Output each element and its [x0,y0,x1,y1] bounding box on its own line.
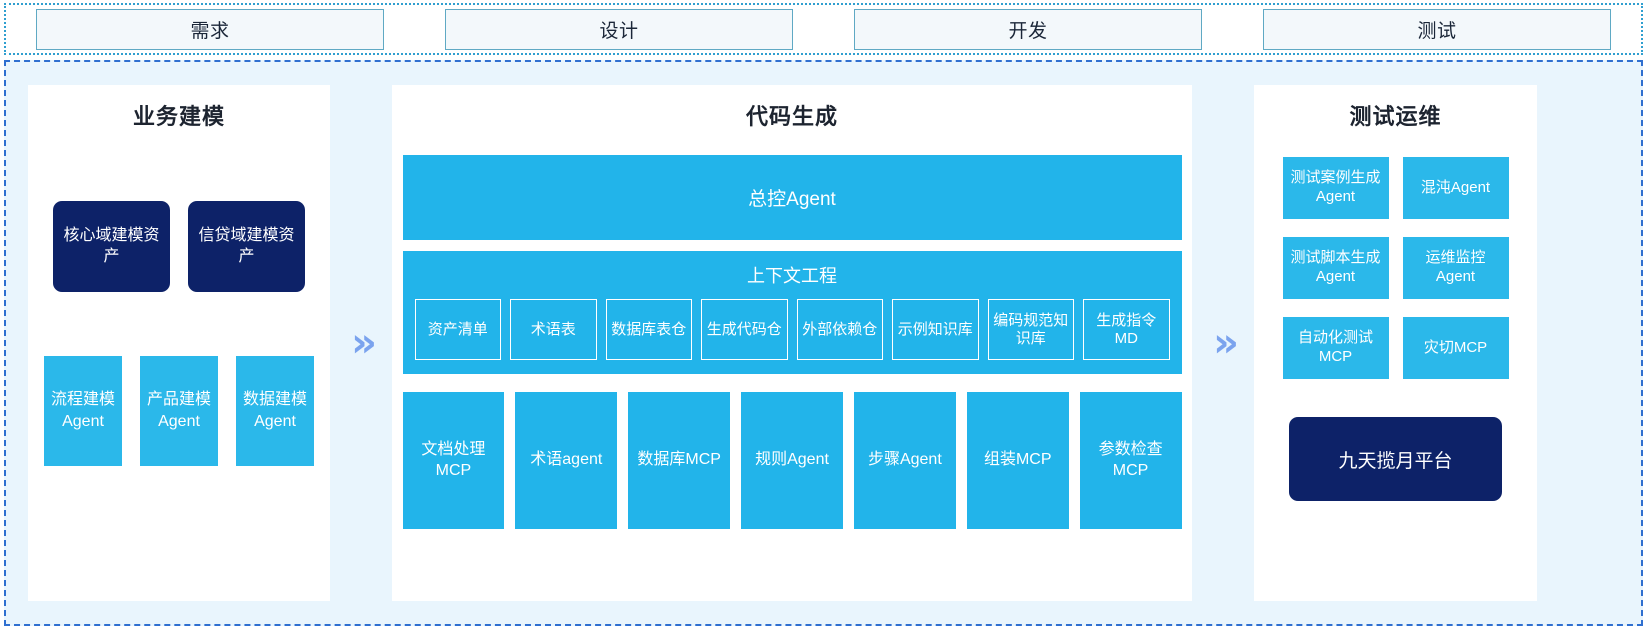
asset-card-credit-domain[interactable]: 信贷域建模资产 [188,201,305,292]
card-test-script-generation-agent[interactable]: 测试脚本生成Agent [1282,237,1389,299]
context-item-example-knowledge-base[interactable]: 示例知识库 [892,299,979,360]
stage-tab-development[interactable]: 开发 [854,8,1202,50]
panel-code-generation: 代码生成 总控Agent 上下文工程 资产清单 术语表 数据库表仓 生成代码仓 … [392,85,1192,601]
mcp-card-step-agent[interactable]: 步骤Agent [853,392,956,529]
chevron-right-icon: » [351,320,377,366]
mcp-card-parameter-check[interactable]: 参数检查MCP [1079,392,1182,529]
business-agent-row: 流程建模Agent 产品建模Agent 数据建模Agent [44,356,314,466]
mcp-card-document-processing[interactable]: 文档处理MCP [402,392,505,529]
stage-tab-design[interactable]: 设计 [445,8,793,50]
business-asset-row: 核心域建模资产 信贷域建模资产 [53,201,305,292]
stage-tab-label: 测试 [1417,20,1457,42]
context-item-row: 资产清单 术语表 数据库表仓 生成代码仓 外部依赖仓 示例知识库 编码规范知识库… [414,299,1170,360]
panel-business-modeling: 业务建模 核心域建模资产 信贷域建模资产 流程建模Agent 产品建模Agent… [28,85,330,601]
stage-tab-label: 开发 [1008,20,1048,42]
mcp-card-rule-agent[interactable]: 规则Agent [741,392,843,529]
mcp-card-row: 文档处理MCP 术语agent 数据库MCP 规则Agent 步骤Agent 组… [402,392,1182,529]
stage-tab-label: 设计 [599,20,639,42]
stage-tab-requirements[interactable]: 需求 [36,8,384,50]
test-operations-card-grid: 测试案例生成Agent 混沌Agent 测试脚本生成Agent 运维监控Agen… [1282,157,1509,379]
card-chaos-agent[interactable]: 混沌Agent [1402,157,1509,219]
panel-title-test-operations: 测试运维 [1349,104,1442,129]
context-item-coding-standard-knowledge-base[interactable]: 编码规范知识库 [987,299,1074,360]
main-diagram-area: 业务建模 核心域建模资产 信贷域建模资产 流程建模Agent 产品建模Agent… [4,60,1643,626]
context-engineering-title: 上下文工程 [747,266,837,286]
asset-card-core-domain[interactable]: 核心域建模资产 [53,201,170,292]
panel-title-code-generation: 代码生成 [745,104,838,129]
context-item-generation-instruction-md[interactable]: 生成指令MD [1083,299,1170,360]
code-generation-stack: 总控Agent 上下文工程 资产清单 术语表 数据库表仓 生成代码仓 外部依赖仓… [402,155,1182,529]
chevron-right-icon: » [1213,320,1239,366]
platform-card-jiutian-lanyue[interactable]: 九天揽月平台 [1289,417,1502,501]
context-item-generated-code-repo[interactable]: 生成代码仓 [701,299,788,360]
master-control-agent-bar[interactable]: 总控Agent [402,155,1182,240]
context-engineering-block: 上下文工程 资产清单 术语表 数据库表仓 生成代码仓 外部依赖仓 示例知识库 编… [402,251,1182,374]
mcp-card-database[interactable]: 数据库MCP [628,392,731,529]
mcp-card-assembly[interactable]: 组装MCP [966,392,1069,529]
agent-card-product-modeling[interactable]: 产品建模Agent [140,356,218,466]
card-disaster-switch-mcp[interactable]: 灾切MCP [1402,317,1509,379]
panel-title-business-modeling: 业务建模 [132,104,225,129]
agent-card-data-modeling[interactable]: 数据建模Agent [236,356,314,466]
stage-tab-label: 需求 [190,20,230,42]
card-test-case-generation-agent[interactable]: 测试案例生成Agent [1282,157,1389,219]
context-item-asset-list[interactable]: 资产清单 [414,299,501,360]
card-automated-test-mcp[interactable]: 自动化测试MCP [1282,317,1389,379]
card-operations-monitoring-agent[interactable]: 运维监控Agent [1402,237,1509,299]
mcp-card-glossary-agent[interactable]: 术语agent [515,392,618,529]
panel-test-operations: 测试运维 测试案例生成Agent 混沌Agent 测试脚本生成Agent 运维监… [1254,85,1537,601]
context-item-glossary[interactable]: 术语表 [510,299,597,360]
context-item-external-dependency-repo[interactable]: 外部依赖仓 [796,299,883,360]
stage-strip: 需求 设计 开发 测试 [4,3,1643,55]
context-item-db-table-repo[interactable]: 数据库表仓 [605,299,692,360]
agent-card-process-modeling[interactable]: 流程建模Agent [44,356,122,466]
stage-tab-testing[interactable]: 测试 [1263,8,1611,50]
